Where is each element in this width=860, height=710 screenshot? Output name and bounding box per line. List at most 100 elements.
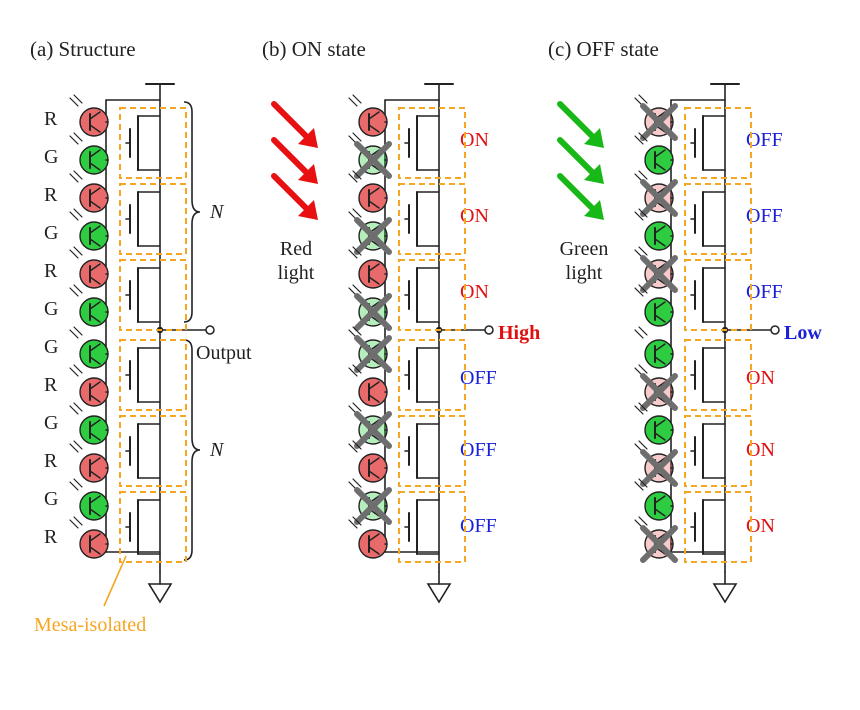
collector-line <box>654 149 666 158</box>
green-phototransistor <box>69 132 109 175</box>
collector-line <box>89 187 101 196</box>
emitter-line <box>89 546 101 555</box>
emitter-line <box>654 508 666 517</box>
mesa-isolation-box <box>684 491 752 563</box>
photon-arrow <box>638 94 648 104</box>
panel-a-circuit <box>69 83 215 604</box>
disabled-cross <box>640 525 678 563</box>
red-phototransistor <box>348 246 388 289</box>
red-phototransistor <box>348 440 388 483</box>
green-phototransistor <box>348 478 392 525</box>
green-phototransistor <box>348 284 392 331</box>
led-body <box>644 415 674 445</box>
photon-arrow <box>352 478 362 488</box>
emitter-line <box>654 162 666 171</box>
photon-arrow <box>73 516 83 526</box>
red-light-arrow <box>271 101 318 148</box>
photon-arrow <box>73 246 83 256</box>
arrow-shaft <box>557 137 597 177</box>
mesa-isolation-box <box>398 183 466 255</box>
photon-arrow <box>634 287 644 297</box>
red-phototransistor <box>69 364 109 407</box>
photon-arrow <box>352 170 362 180</box>
photon-arrow <box>69 97 79 107</box>
emitter-line <box>89 356 101 365</box>
row-label: R <box>44 260 58 282</box>
led-body <box>358 107 388 137</box>
photon-arrow <box>638 440 648 450</box>
led-body <box>358 183 388 213</box>
emitter-line <box>654 432 666 441</box>
emitter-line <box>368 394 380 403</box>
panel-a-row-labels: R G R G R G G R G R G R <box>44 108 58 548</box>
emitter-line <box>654 238 666 247</box>
photon-arrow <box>69 287 79 297</box>
red-phototransistor <box>69 516 109 559</box>
mesa-isolation-box <box>119 107 187 179</box>
pair-state-label: OFF <box>460 515 497 537</box>
row-label: G <box>44 488 58 510</box>
row-label: R <box>44 108 58 130</box>
photon-arrow <box>348 443 358 453</box>
led-body <box>79 297 109 327</box>
photon-arrow <box>69 481 79 491</box>
arrow-head <box>584 128 604 148</box>
photon-arrow <box>634 211 644 221</box>
mesa-isolation-box <box>684 107 752 179</box>
mesa-isolation-box <box>398 415 466 487</box>
photon-arrow <box>69 173 79 183</box>
arrow-shaft <box>557 101 597 141</box>
collector-line <box>89 111 101 120</box>
green-phototransistor <box>69 326 109 369</box>
red-light-arrow <box>271 137 318 184</box>
led-body <box>79 339 109 369</box>
emitter-line <box>89 470 101 479</box>
collector-line <box>89 225 101 234</box>
pair-state-label: ON <box>460 205 489 227</box>
panel-c-state-labels: OFF OFF OFF ON ON ON <box>746 129 783 537</box>
brace-lower-label: N <box>209 439 225 461</box>
photon-arrow <box>69 405 79 415</box>
photon-arrow <box>352 94 362 104</box>
photon-arrow <box>634 405 644 415</box>
green-phototransistor <box>348 208 392 255</box>
ground-symbol <box>147 583 173 604</box>
mesa-isolation-box <box>119 183 187 255</box>
emitter-line <box>89 508 101 517</box>
photon-arrow <box>352 402 362 412</box>
green-light-label-line2: light <box>566 262 603 284</box>
disabled-cross <box>640 179 678 217</box>
arrow-shaft <box>271 101 311 141</box>
red-phototransistor <box>634 94 678 141</box>
circuits-layer <box>69 83 780 604</box>
disabled-cross <box>640 449 678 487</box>
red-phototransistor <box>69 440 109 483</box>
output-terminal <box>205 325 215 335</box>
green-phototransistor <box>634 478 674 521</box>
led-body <box>79 377 109 407</box>
collector-line <box>89 149 101 158</box>
mesa-isolation-box <box>119 259 187 331</box>
mesa-label: Mesa-isolated <box>34 614 146 636</box>
arrow-head <box>298 128 318 148</box>
emitter-line <box>89 432 101 441</box>
disabled-cross <box>354 411 392 449</box>
collector-line <box>89 343 101 352</box>
photon-arrow <box>634 135 644 145</box>
photon-arrow <box>348 97 358 107</box>
led-body <box>358 453 388 483</box>
photon-arrow <box>638 326 648 336</box>
led-body <box>79 107 109 137</box>
emitter-line <box>368 470 380 479</box>
red-phototransistor <box>634 246 678 293</box>
photon-arrow <box>69 211 79 221</box>
photon-arrow <box>73 440 83 450</box>
output-label: Output <box>196 342 252 364</box>
collector-line <box>89 533 101 542</box>
red-phototransistor <box>348 94 388 137</box>
green-phototransistor <box>348 132 392 179</box>
emitter-line <box>368 124 380 133</box>
photon-arrow <box>352 326 362 336</box>
